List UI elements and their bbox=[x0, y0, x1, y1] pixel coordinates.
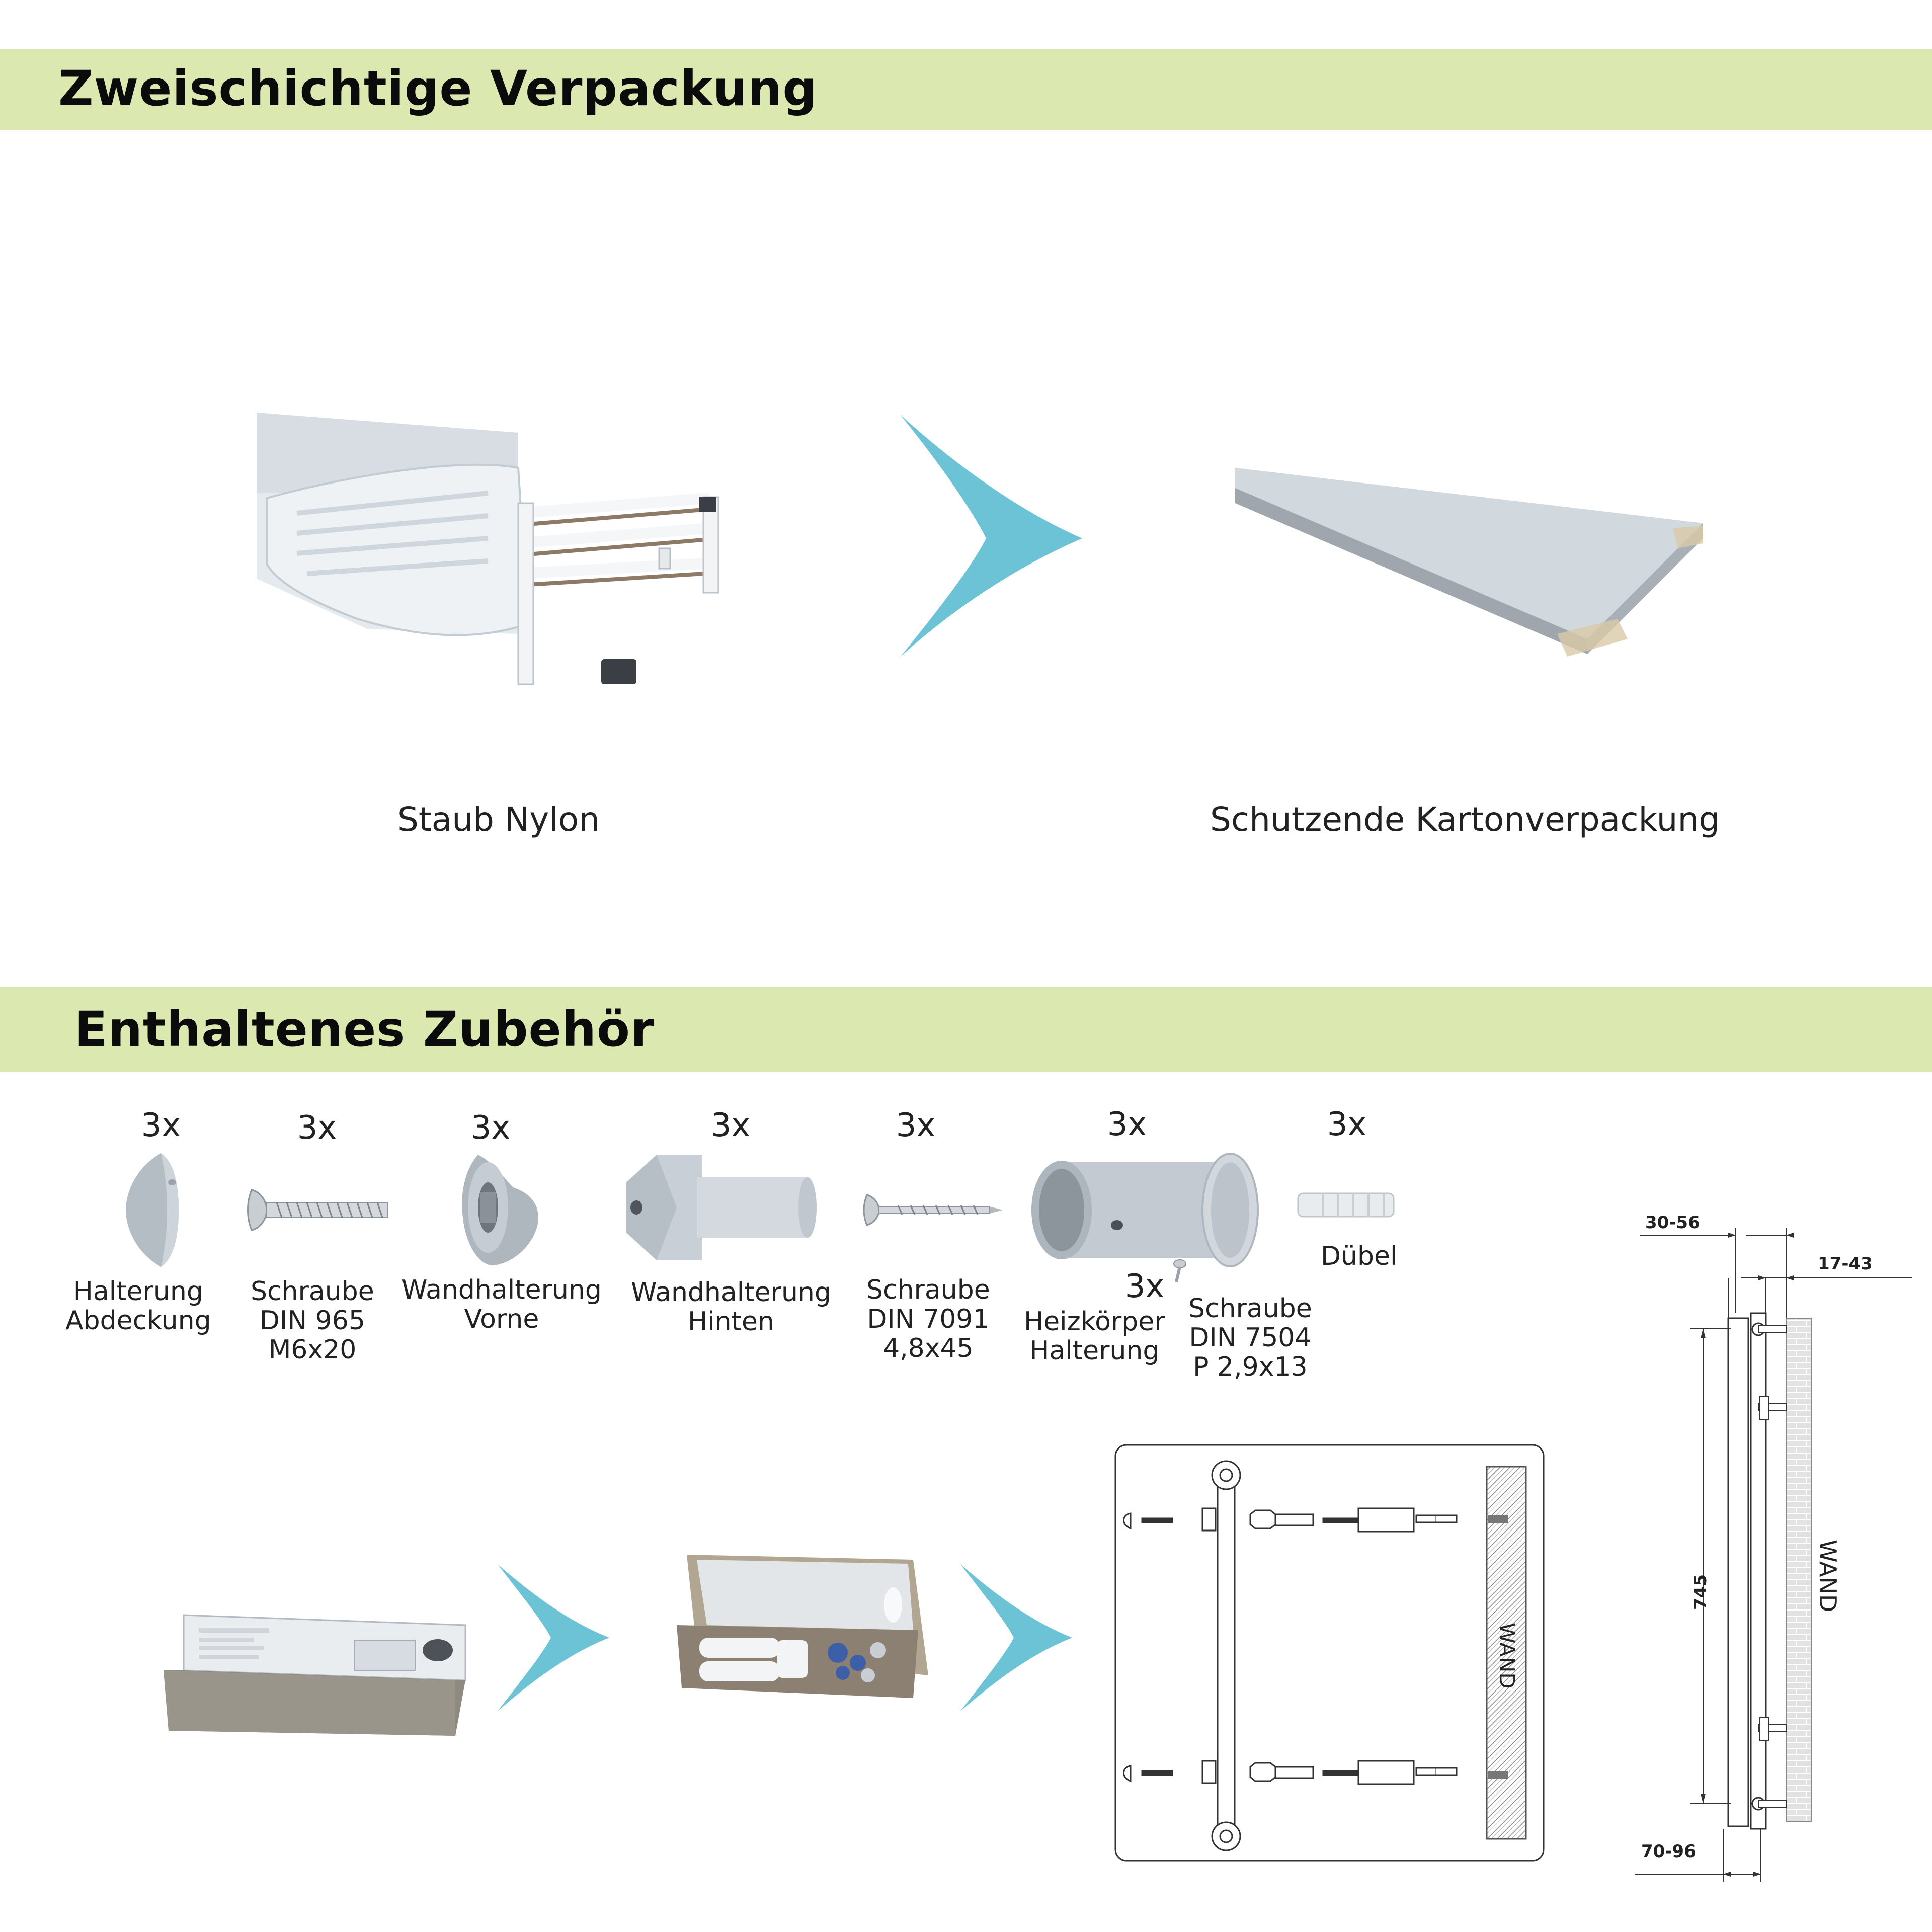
accessory-box-closed-photo bbox=[164, 1614, 466, 1736]
cardboard-packaging-photo bbox=[1235, 468, 1703, 657]
screw-din7091-icon bbox=[863, 1194, 1003, 1226]
side-elevation-drawing bbox=[1635, 1228, 1912, 1882]
section-band-accessories bbox=[0, 987, 1932, 1072]
dimension-70-96: 70-96 bbox=[1641, 1841, 1696, 1862]
small-screw-din7504-icon bbox=[1173, 1259, 1186, 1282]
wall-plug-icon bbox=[1297, 1192, 1395, 1218]
arrow-right-icon bbox=[960, 1564, 1072, 1711]
assembly-diagram bbox=[1114, 1444, 1545, 1862]
qty-heizkoerper-halterung: 3x bbox=[1107, 1106, 1147, 1143]
section-title-accessories: Enthaltenes Zubehör bbox=[74, 1001, 655, 1058]
qty-schraube-din7504: 3x bbox=[1124, 1268, 1165, 1305]
qty-duebel: 3x bbox=[1327, 1106, 1367, 1143]
wall-label-diagram: WAND bbox=[1495, 1623, 1519, 1689]
bracket-cover-icon bbox=[126, 1153, 179, 1267]
wall-bracket-front-icon bbox=[462, 1155, 538, 1265]
wall-label-elevation: WAND bbox=[1814, 1540, 1841, 1613]
qty-halterung-abdeckung: 3x bbox=[141, 1107, 181, 1144]
nylon-wrapped-radiator-photo bbox=[257, 413, 719, 685]
wall-bracket-rear-icon bbox=[626, 1155, 817, 1260]
radiator-bracket-icon bbox=[1031, 1153, 1259, 1267]
qty-wandhalterung-vorne: 3x bbox=[470, 1109, 511, 1147]
dimension-745: 745 bbox=[1691, 1574, 1711, 1610]
arrow-right-icon bbox=[498, 1564, 609, 1711]
accessory-box-open-photo bbox=[677, 1555, 928, 1698]
dimension-30-56: 30-56 bbox=[1645, 1213, 1700, 1233]
screw-din965-icon bbox=[247, 1189, 388, 1231]
qty-wandhalterung-hinten: 3x bbox=[710, 1107, 751, 1144]
dimension-17-43: 17-43 bbox=[1818, 1254, 1873, 1274]
label-duebel: Dübel bbox=[1321, 1241, 1398, 1271]
qty-schraube-din7091: 3x bbox=[896, 1107, 936, 1144]
arrow-right-icon bbox=[900, 415, 1082, 657]
section-band-packaging bbox=[0, 49, 1932, 130]
caption-staub-nylon: Staub Nylon bbox=[397, 800, 600, 839]
caption-karton: Schutzende Kartonverpackung bbox=[1210, 800, 1720, 839]
qty-schraube-din965: 3x bbox=[297, 1109, 337, 1147]
section-title-packaging: Zweischichtige Verpackung bbox=[58, 60, 818, 117]
